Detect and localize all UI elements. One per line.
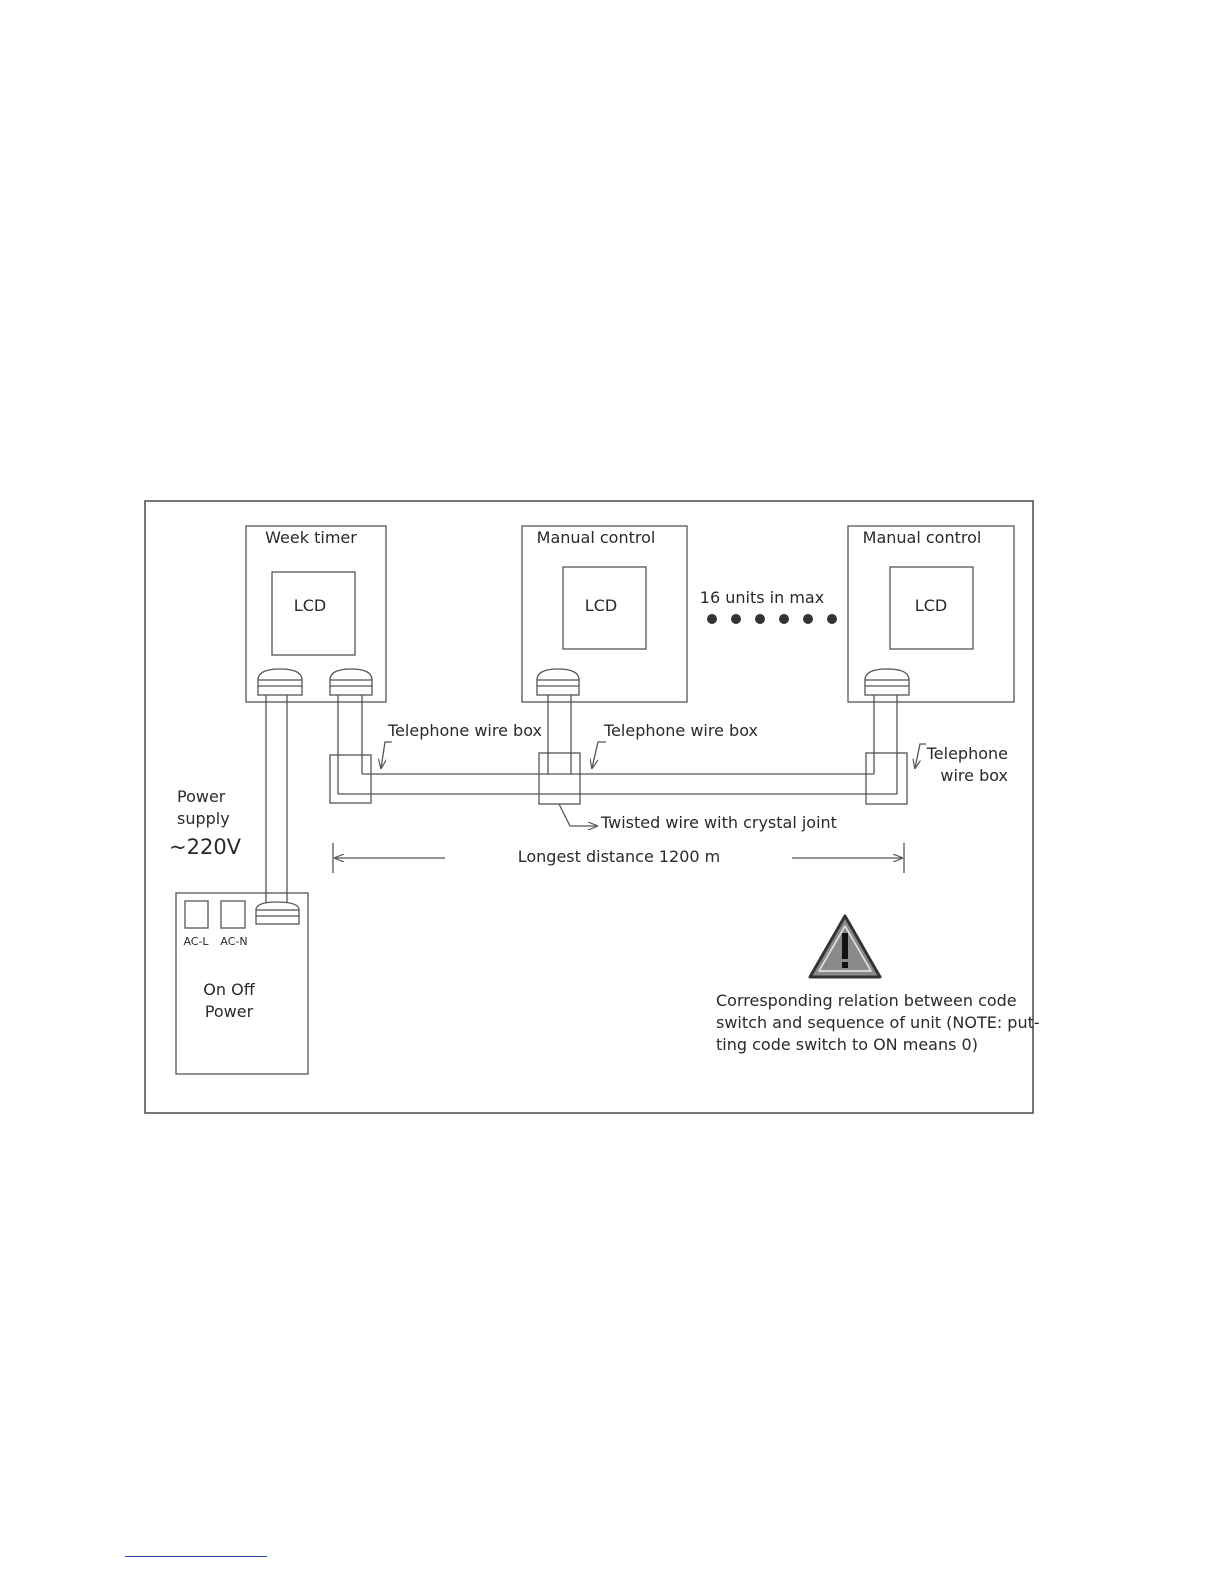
manual-control-1-connector bbox=[536, 668, 580, 696]
week-timer-power-connector bbox=[257, 668, 303, 696]
telephone-wire-box-3 bbox=[865, 752, 908, 805]
week-timer-lcd-label: LCD bbox=[294, 596, 326, 615]
terminal-ac-l-label: AC-L bbox=[183, 935, 209, 948]
wire-box-2-pointer bbox=[592, 741, 606, 768]
power-box-connector bbox=[255, 901, 300, 925]
week-timer-lcd bbox=[271, 571, 356, 656]
manual-control-unit-2: Manual control LCD bbox=[847, 525, 1015, 703]
wire-box-1-pointer bbox=[381, 741, 392, 768]
bus-drop-week-timer bbox=[337, 695, 363, 774]
manual-control-1-box bbox=[521, 525, 688, 703]
max-units-label: 16 units in max bbox=[700, 588, 824, 607]
voltage-label: ~220V bbox=[169, 835, 242, 859]
distance-label: Longest distance 1200 m bbox=[518, 847, 721, 866]
week-timer-unit: Week timer LCD bbox=[245, 525, 387, 703]
power-box-outline bbox=[175, 892, 309, 1075]
manual-control-2-connector bbox=[864, 668, 910, 696]
power-cable bbox=[265, 695, 288, 903]
telephone-wire-box-1-label: Telephone wire box bbox=[387, 721, 542, 740]
twisted-wire-pointer bbox=[558, 803, 597, 826]
terminal-ac-l bbox=[184, 900, 209, 929]
week-timer-bus-connector bbox=[329, 668, 373, 696]
bus-drop-manual-1 bbox=[547, 695, 572, 774]
power-supply-label-line1: Power bbox=[177, 787, 226, 806]
manual-control-2-lcd bbox=[889, 566, 974, 650]
bus-cable bbox=[337, 773, 898, 795]
warning-icon bbox=[808, 914, 882, 979]
note-line-1: Corresponding relation between code bbox=[716, 991, 1017, 1010]
on-off-power-box: AC-L AC-N On Off Power bbox=[175, 892, 309, 1075]
note-line-2: switch and sequence of unit (NOTE: put- bbox=[716, 1013, 1040, 1032]
distance-dimension bbox=[332, 843, 905, 873]
terminal-ac-n bbox=[220, 900, 246, 929]
twisted-wire-label: Twisted wire with crystal joint bbox=[600, 813, 837, 832]
diagram-frame bbox=[144, 500, 1034, 1114]
wire-box-3-pointer bbox=[915, 743, 926, 768]
bus-drop-manual-2 bbox=[873, 695, 898, 774]
manual-control-1-title: Manual control bbox=[537, 528, 656, 547]
ellipsis-dots bbox=[707, 614, 837, 624]
telephone-wire-box-3-label-line2: wire box bbox=[940, 766, 1008, 785]
note-line-3: ting code switch to ON means 0) bbox=[716, 1035, 978, 1054]
week-timer-title: Week timer bbox=[265, 528, 357, 547]
telephone-wire-box-3-label-line1: Telephone bbox=[926, 744, 1008, 763]
week-timer-box bbox=[245, 525, 387, 703]
manual-control-2-title: Manual control bbox=[863, 528, 982, 547]
power-box-title-line2: Power bbox=[205, 1002, 254, 1021]
manual-control-1-lcd-label: LCD bbox=[585, 596, 617, 615]
power-supply-label-line2: supply bbox=[177, 809, 230, 828]
telephone-wire-box-2 bbox=[538, 752, 581, 805]
manual-control-2-box bbox=[847, 525, 1015, 703]
telephone-wire-box-2-label: Telephone wire box bbox=[603, 721, 758, 740]
manual-control-unit-1: Manual control LCD bbox=[521, 525, 688, 703]
manual-control-2-lcd-label: LCD bbox=[915, 596, 947, 615]
footnote-separator-line bbox=[125, 1556, 267, 1557]
power-box-title-line1: On Off bbox=[203, 980, 255, 999]
manual-control-1-lcd bbox=[562, 566, 647, 650]
terminal-ac-n-label: AC-N bbox=[220, 935, 247, 948]
telephone-wire-box-1 bbox=[329, 754, 372, 804]
